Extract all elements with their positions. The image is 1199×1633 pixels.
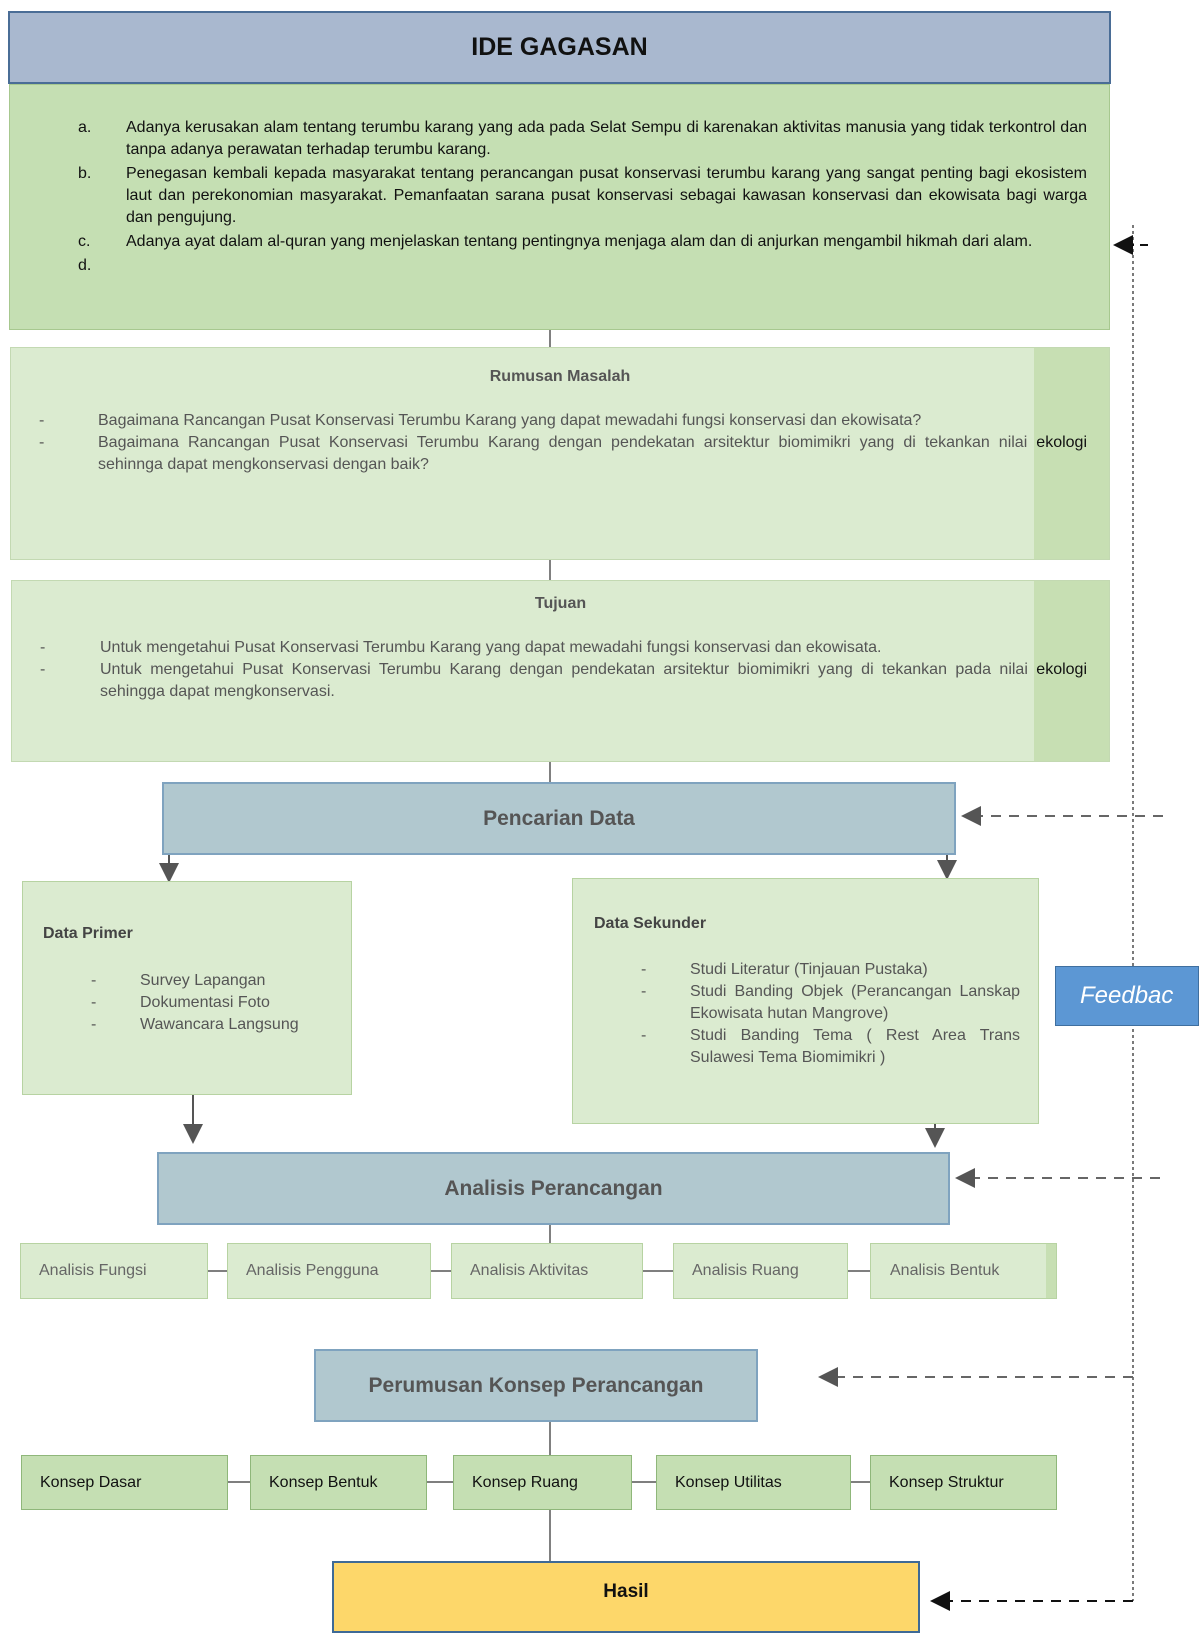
- konsep-dasar-box: Konsep Dasar: [21, 1455, 228, 1510]
- konsep-ruang-box: Konsep Ruang: [453, 1455, 632, 1510]
- data-primer-title: Data Primer: [43, 925, 133, 942]
- data-sekunder-item: Studi Literatur (Tinjauan Pustaka): [690, 961, 928, 978]
- tujuan-panel: Tujuan - Untuk mengetahui Pusat Konserva…: [11, 580, 1110, 762]
- rumusan-item-1: - Bagaimana Rancangan Pusat Konservasi T…: [39, 412, 922, 429]
- analisis-aktivitas-box: Analisis Aktivitas: [451, 1243, 643, 1299]
- konsep-bentuk-box: Konsep Bentuk: [250, 1455, 427, 1510]
- data-primer-item: Survey Lapangan: [140, 972, 266, 989]
- ide-gagasan-panel: a. Adanya kerusakan alam tentang terumbu…: [9, 84, 1110, 330]
- ide-item-d: d.: [78, 257, 92, 274]
- tujuan-item-1: - Untuk mengetahui Pusat Konservasi Teru…: [40, 639, 882, 656]
- data-primer-item: Dokumentasi Foto: [140, 994, 270, 1011]
- analisis-ruang-box: Analisis Ruang: [673, 1243, 848, 1299]
- analisis-perancangan-box: Analisis Perancangan: [157, 1152, 950, 1225]
- konsep-struktur-box: Konsep Struktur: [870, 1455, 1057, 1510]
- rumusan-masalah-title: Rumusan Masalah: [489, 368, 631, 385]
- ide-item-b: b. Penegasan kembali kepada masyarakat t…: [78, 165, 1087, 226]
- data-primer-item: -: [91, 1016, 97, 1033]
- analisis-bentuk-label: Analisis Bentuk: [890, 1262, 1000, 1279]
- data-sekunder-title: Data Sekunder: [594, 915, 707, 932]
- ide-item-a: a. Adanya kerusakan alam tentang terumbu…: [78, 119, 1087, 158]
- konsep-utilitas-box: Konsep Utilitas: [656, 1455, 851, 1510]
- panel-strip: [1034, 581, 1109, 761]
- ide-gagasan-header: IDE GAGASAN: [8, 11, 1111, 84]
- data-primer-item: Wawancara Langsung: [140, 1016, 299, 1033]
- perumusan-konsep-box: Perumusan Konsep Perancangan: [314, 1349, 758, 1422]
- rumusan-item-2: - Bagaimana Rancangan Pusat Konservasi T…: [39, 434, 1087, 473]
- analisis-bentuk-box: Analisis Bentuk: [870, 1243, 1057, 1299]
- panel-strip: [1046, 1244, 1056, 1298]
- pencarian-data-box: Pencarian Data: [162, 782, 956, 855]
- data-primer-panel: Data Primer - Survey Lapangan - Dokument…: [22, 881, 352, 1095]
- feedback-box: Feedbac: [1055, 966, 1199, 1026]
- panel-strip: [1034, 348, 1109, 559]
- data-primer-item: -: [91, 994, 97, 1011]
- data-sekunder-panel: Data Sekunder - Studi Literatur (Tinjaua…: [572, 878, 1039, 1124]
- data-primer-item: -: [91, 972, 97, 989]
- data-sekunder-item: Studi Banding Tema ( Rest Area Trans Sul…: [690, 1027, 1020, 1066]
- rumusan-masalah-panel: Rumusan Masalah - Bagaimana Rancangan Pu…: [10, 347, 1110, 560]
- analisis-pengguna-box: Analisis Pengguna: [227, 1243, 431, 1299]
- analisis-fungsi-box: Analisis Fungsi: [20, 1243, 208, 1299]
- tujuan-title: Tujuan: [534, 595, 587, 612]
- tujuan-item-2: - Untuk mengetahui Pusat Konservasi Teru…: [40, 661, 1087, 700]
- hasil-box: Hasil: [332, 1561, 920, 1633]
- data-sekunder-item: Studi Banding Objek (Perancangan Lanskap…: [690, 983, 1020, 1022]
- ide-item-c: c. Adanya ayat dalam al-quran yang menje…: [78, 233, 1033, 250]
